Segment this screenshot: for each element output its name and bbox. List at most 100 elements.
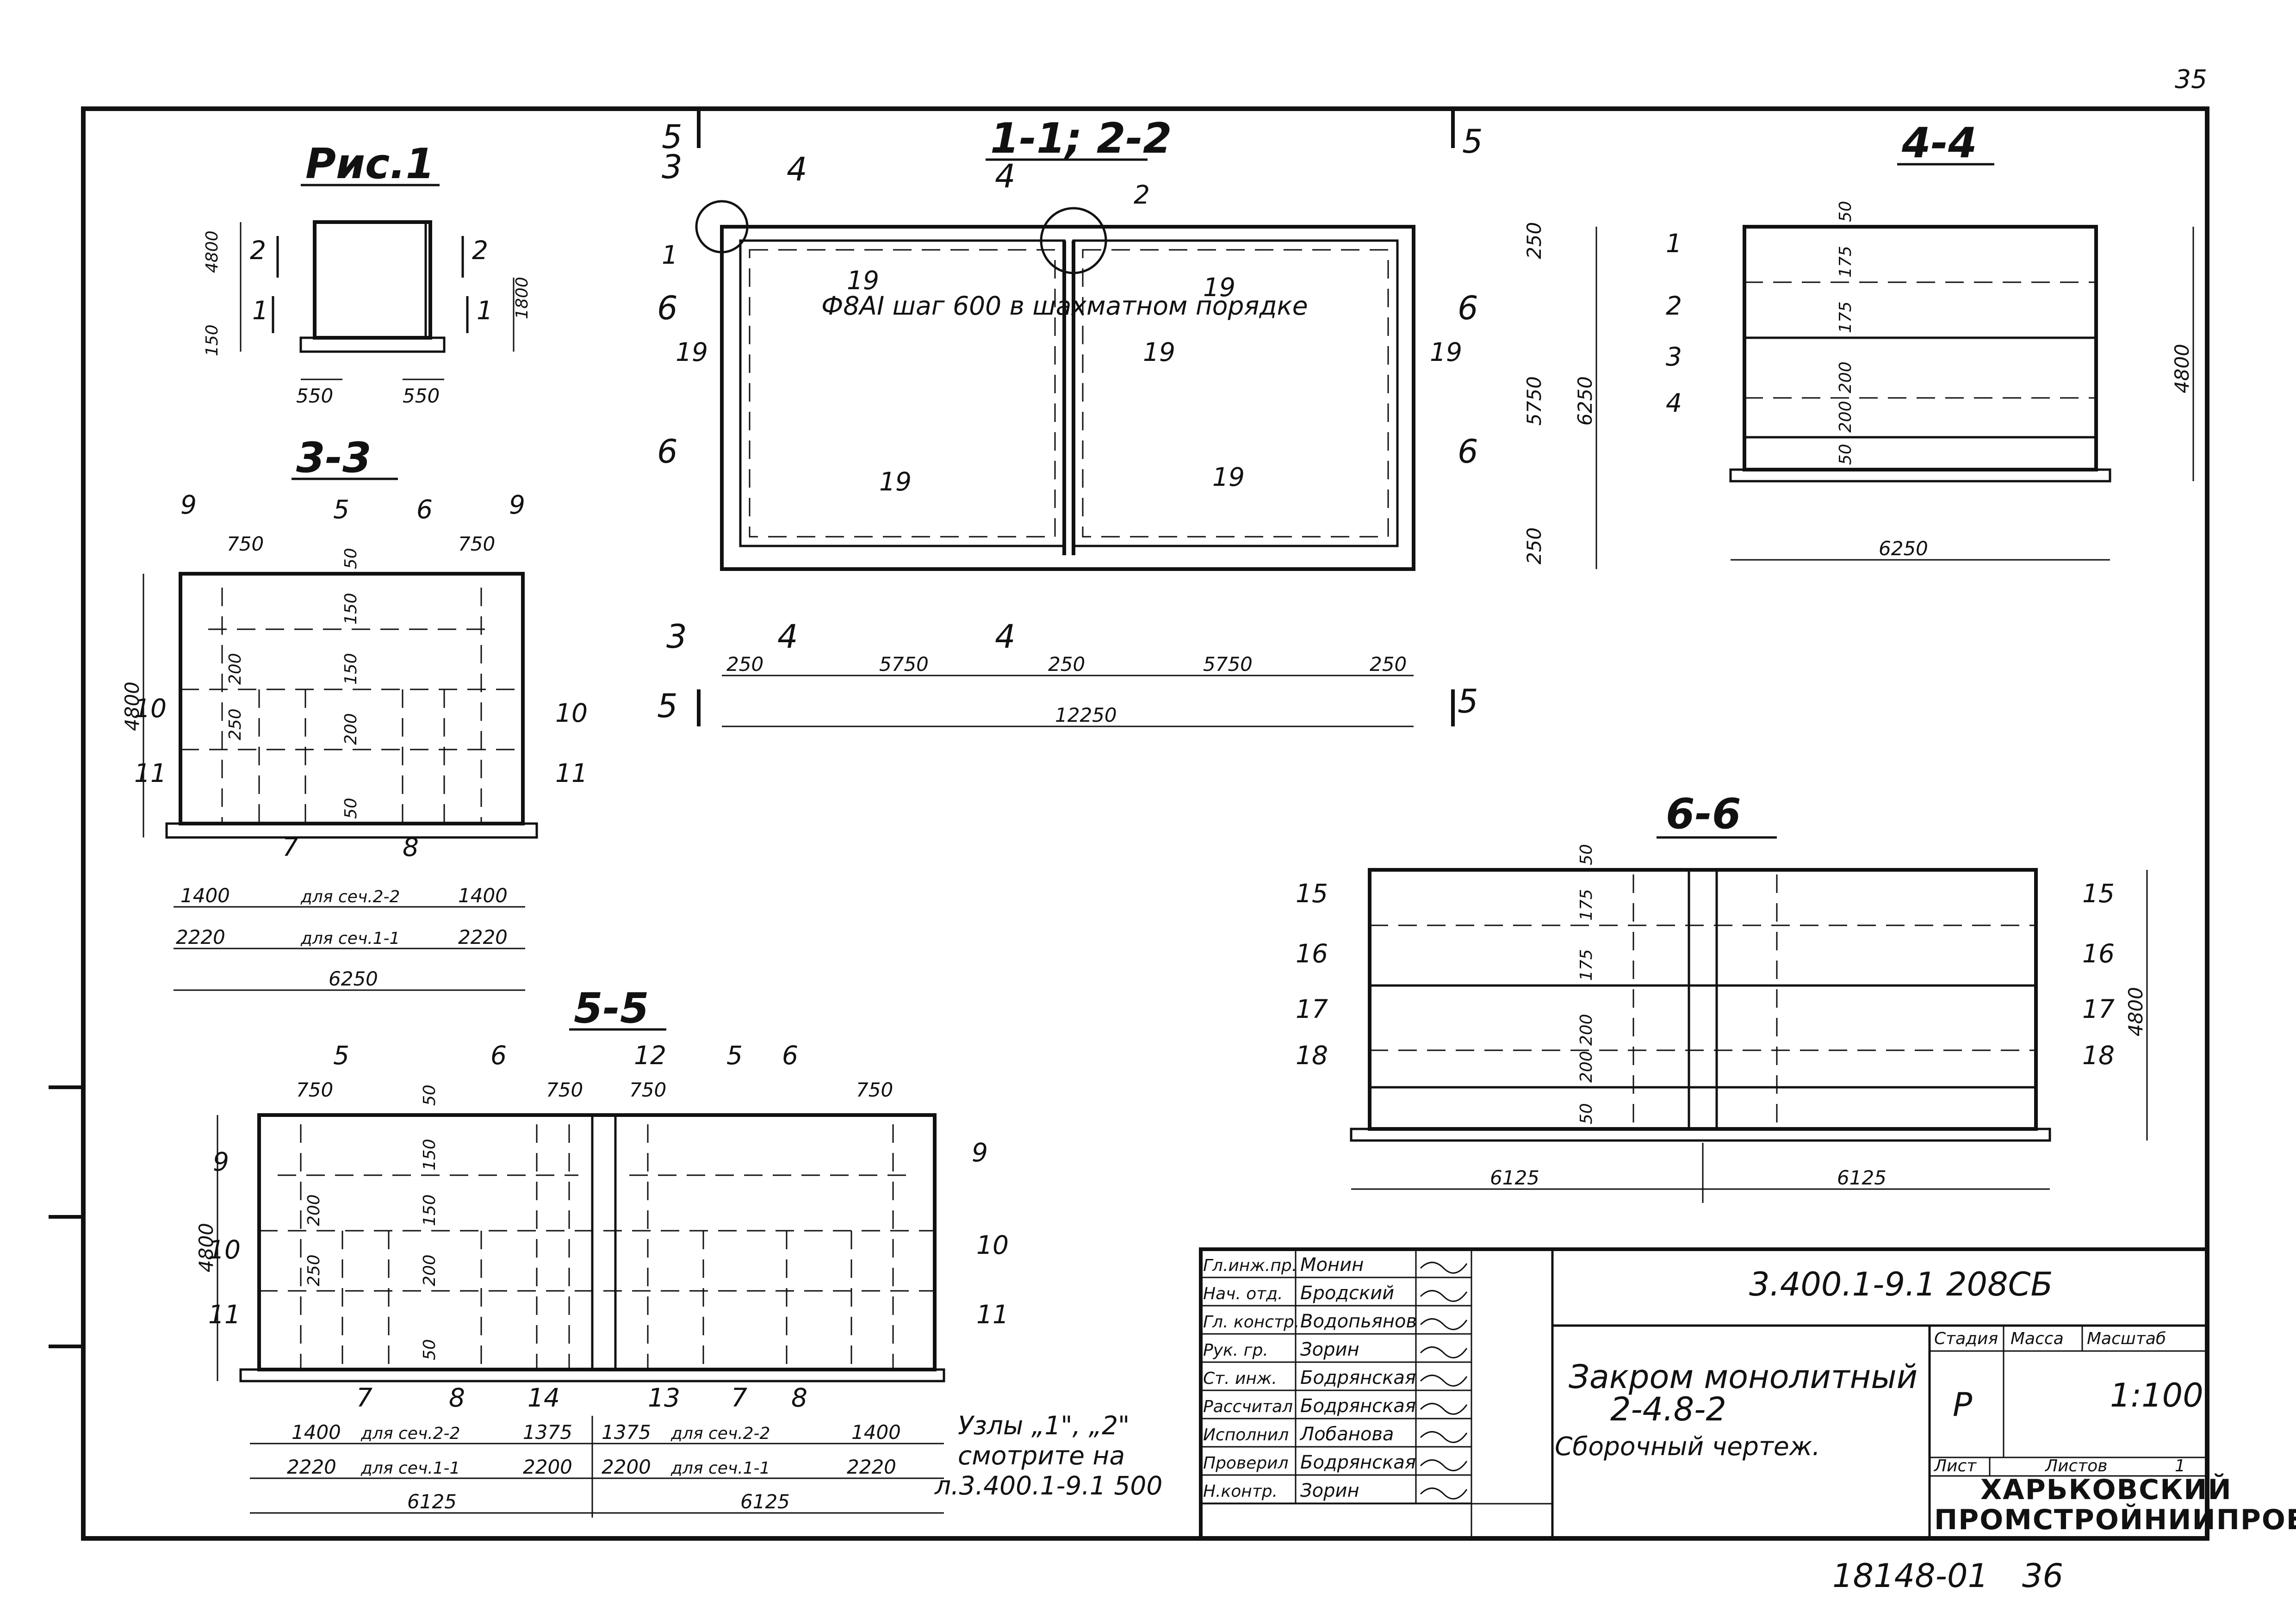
s55-dim-200-left: 200 [304, 1194, 323, 1226]
s55-dim-750-d: 750 [856, 1079, 893, 1101]
s55-mark-8-right: 8 [791, 1383, 807, 1413]
s33-mark-6: 6 [416, 495, 433, 524]
plan-cut-6-br: 6 [1458, 433, 1478, 471]
s33-mark-8: 8 [403, 832, 419, 862]
s55-dim-150-a: 150 [420, 1139, 439, 1171]
plan-mark-19-e: 19 [1430, 337, 1462, 367]
s44-title: 4-4 [1901, 119, 1977, 167]
stamp-role: Исполнил [1203, 1426, 1289, 1444]
s55-dim-2200-left: 2200 [523, 1456, 572, 1478]
s55-mark-8-left: 8 [449, 1383, 465, 1413]
s55-dim-200: 200 [420, 1254, 439, 1286]
plan-mark-19-f: 19 [879, 467, 912, 496]
nodes-note: Узлы „1", „2" смотрите на л.3.400.1-9.1 … [934, 1411, 1162, 1500]
s55-dim-2220-right: 2220 [847, 1456, 896, 1478]
plan-dim-250-a: 250 [726, 653, 763, 676]
s55-mark-12: 12 [634, 1041, 666, 1070]
s33-mark-9-right: 9 [509, 490, 525, 520]
s33-mark-9-left: 9 [180, 490, 197, 520]
s33-dim-150-a: 150 [341, 593, 360, 625]
stamp-role: Гл.инж.пр. [1203, 1256, 1297, 1275]
fig1-title: Рис.1 [305, 140, 434, 188]
fig1-cut-2-right: 2 [472, 236, 488, 265]
s55-for-cut22-left: для сеч.2-2 [360, 1424, 460, 1443]
s44-dim-50-bottom: 50 [1836, 444, 1855, 465]
s33-dim-6250: 6250 [329, 967, 378, 990]
fig1-dim-150: 150 [203, 324, 222, 356]
s44-dim-200-a: 200 [1836, 361, 1855, 393]
stamp-role: Рук. гр. [1203, 1341, 1268, 1360]
s55-for-cut11-right: для сеч.1-1 [670, 1459, 770, 1478]
s33-dim-200-left: 200 [226, 653, 245, 685]
s55-for-cut11-left: для сеч.1-1 [360, 1459, 460, 1478]
s66-dim-200-a: 200 [1577, 1014, 1596, 1046]
plan-mark-1: 1 [662, 240, 678, 270]
stamp-title-1: Закром монолитный [1569, 1358, 1917, 1396]
signature-scribble [1420, 1431, 1468, 1443]
plan-title: 1-1; 2-2 [990, 114, 1172, 163]
plan-dim-12250: 12250 [1055, 704, 1117, 726]
plan-dim-6250-v: 6250 [1574, 376, 1596, 426]
stamp-org-2: ПРОМСТРОЙНИИПРОЕКТ [1934, 1503, 2296, 1536]
s55-mark-7-right: 7 [731, 1383, 747, 1413]
s55-dim-6125-right: 6125 [740, 1490, 790, 1513]
s55-mark-5-right: 5 [726, 1041, 743, 1070]
s55-dim-6125-left: 6125 [407, 1490, 457, 1513]
s55-mark-11-right: 11 [976, 1300, 1009, 1329]
stamp-role: Н.контр. [1203, 1482, 1278, 1501]
stamp-role: Гл. констр. [1203, 1313, 1299, 1332]
s33-mark-11-right: 11 [555, 758, 588, 788]
s55-mark-10-right: 10 [976, 1230, 1009, 1260]
s55-dim-1375-left: 1375 [523, 1421, 572, 1444]
s55-mark-14: 14 [527, 1383, 560, 1413]
s66-dim-175-b: 175 [1577, 949, 1596, 981]
stamp-name: Бродский [1300, 1283, 1394, 1304]
s55-dim-750-a: 750 [296, 1079, 333, 1101]
nodes-note-line1: Узлы „1", „2" [958, 1411, 1129, 1440]
s33-dim-200: 200 [341, 713, 360, 745]
section-6-6: 6-6 15 15 16 16 17 17 18 18 50 175 175 2… [1296, 790, 2148, 1203]
fig1-cut-1-left: 1 [252, 296, 268, 325]
s66-dim-50-bottom: 50 [1577, 1103, 1596, 1124]
s66-dim-175-a: 175 [1577, 889, 1596, 921]
signature-scribble [1420, 1488, 1468, 1500]
s66-dim-4800: 4800 [2124, 987, 2147, 1036]
signature-scribble [1420, 1459, 1468, 1471]
s44-dim-50-top: 50 [1836, 201, 1855, 222]
plan-mark-19-c: 19 [676, 337, 708, 367]
s55-mark-13: 13 [648, 1383, 680, 1413]
s66-mark-15-right: 15 [2082, 879, 2115, 908]
s44-mark-4: 4 [1666, 388, 1682, 418]
stamp-col-mass: Масса [2011, 1329, 2064, 1348]
fig1-dim-550-left: 550 [296, 384, 333, 407]
stamp-name: Зорин [1300, 1480, 1359, 1501]
s44-dim-175-a: 175 [1836, 246, 1855, 278]
s44-mark-1: 1 [1666, 229, 1682, 258]
s55-mark-9-right: 9 [972, 1138, 988, 1167]
signature-scribble [1420, 1318, 1468, 1330]
s55-mark-5-left: 5 [333, 1041, 349, 1070]
fig1-cut-1-right: 1 [477, 296, 493, 325]
s33-dim-750-right: 750 [458, 533, 495, 555]
page-number: 35 [2175, 64, 2207, 94]
fig1-dim-1800: 1800 [513, 277, 532, 319]
stamp-sheets-count: 1 [2175, 1457, 2185, 1475]
stamp-scale: 1:100 [2110, 1376, 2203, 1414]
section-5-5: 5-5 5 6 12 5 6 9 9 10 10 11 11 7 8 14 13 [195, 984, 1009, 1518]
s44-dim-200-b: 200 [1836, 401, 1855, 433]
s44-dim-6250: 6250 [1879, 537, 1928, 560]
stamp-sheet-label: Лист [1933, 1457, 1977, 1475]
plan-cut-6-tr: 6 [1458, 289, 1478, 327]
s55-dim-1400-right: 1400 [851, 1421, 901, 1444]
s33-dim-150-b: 150 [341, 653, 360, 685]
plan-mark-19-a: 19 [847, 266, 879, 295]
s33-dim-750-left: 750 [227, 533, 264, 555]
s33-mark-5: 5 [333, 495, 349, 524]
s55-dim-1400-left: 1400 [292, 1421, 341, 1444]
s33-dim-1400-right: 1400 [458, 884, 508, 907]
plan-cut-4-c: 4 [777, 618, 798, 656]
plan-note: Ф8АI шаг 600 в шахматном порядке [821, 291, 1308, 321]
signature-scribble [1420, 1375, 1468, 1387]
stamp-role: Проверил [1203, 1454, 1289, 1473]
